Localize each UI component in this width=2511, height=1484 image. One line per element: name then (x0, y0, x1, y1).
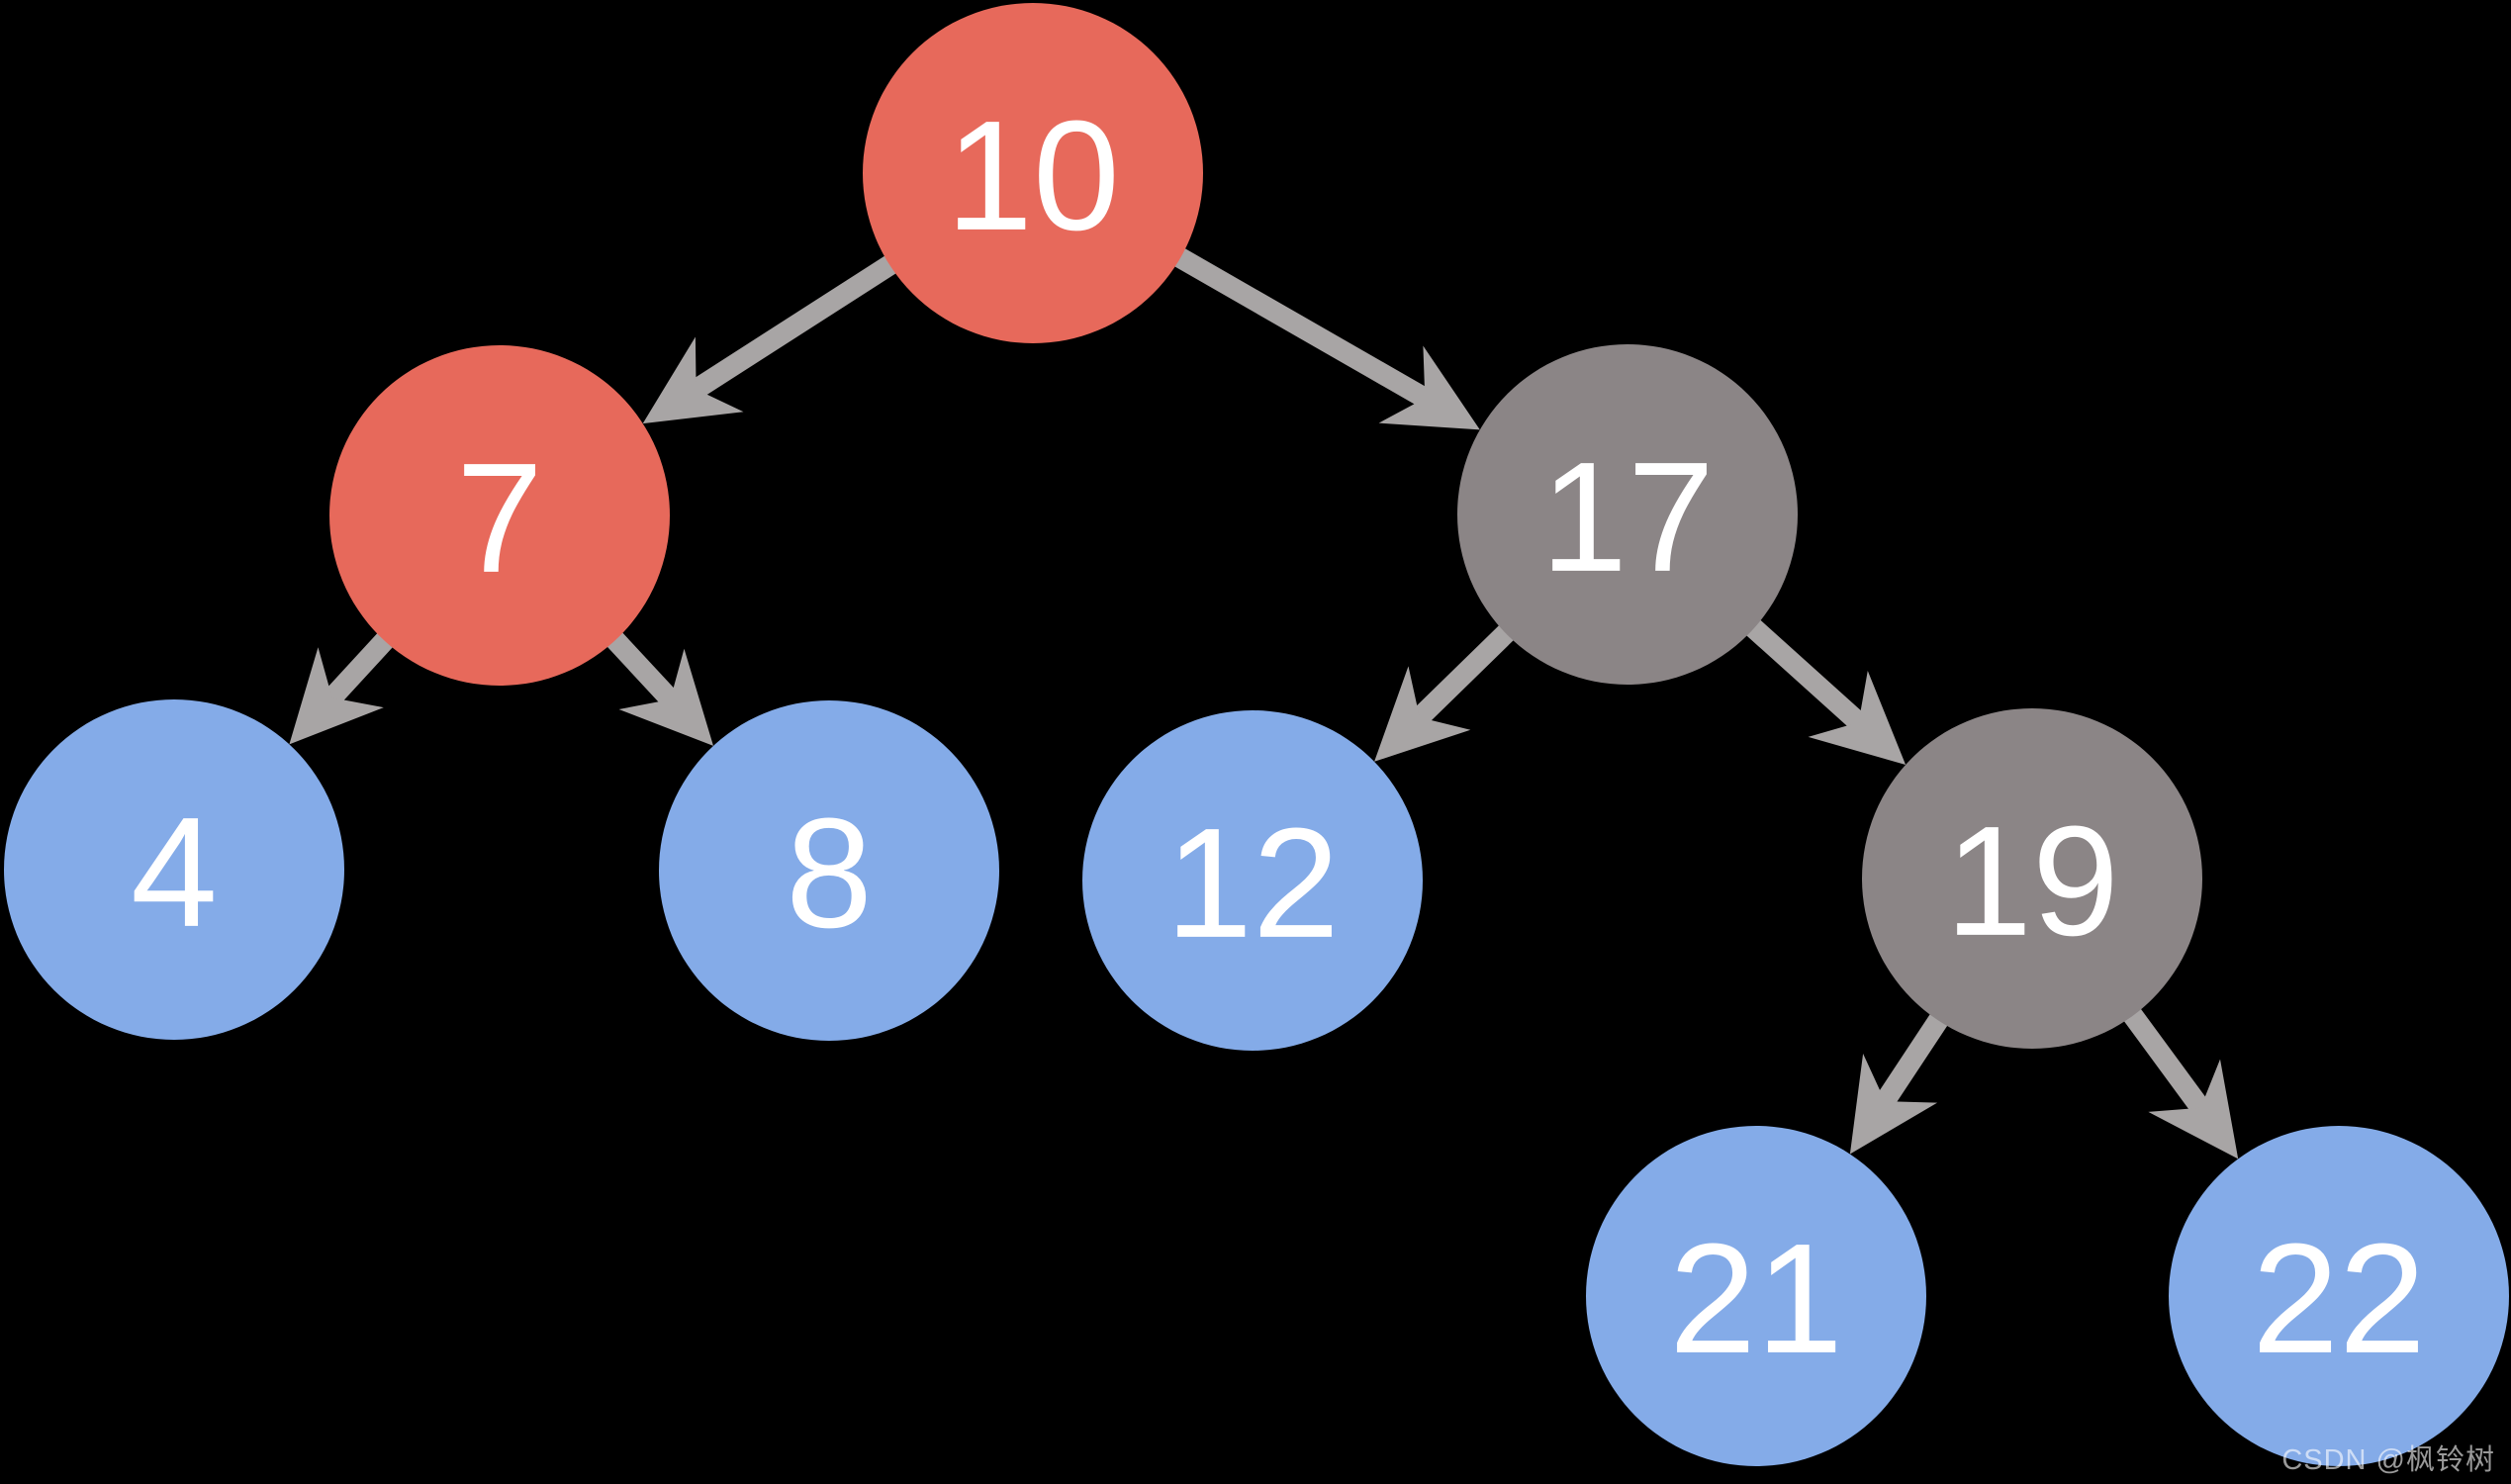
tree-node-4 (4, 699, 344, 1040)
tree-node-label-17: 17 (1540, 430, 1715, 604)
tree-node-7 (329, 345, 670, 686)
tree-node-17 (1457, 344, 1798, 685)
tree-node-10 (863, 3, 1203, 343)
tree-edge-arrowhead-7-8 (618, 648, 713, 746)
tree-node-label-12: 12 (1165, 796, 1340, 971)
tree-node-12 (1082, 710, 1423, 1051)
tree-node-label-21: 21 (1669, 1212, 1843, 1386)
watermark: CSDN @枫铃树 (2281, 1444, 2495, 1476)
tree-node-label-7: 7 (456, 431, 543, 605)
tree-node-22 (2169, 1126, 2509, 1466)
tree-node-label-19: 19 (1945, 794, 2119, 969)
tree-edge-arrowhead-19-21 (1849, 1054, 1938, 1155)
tree-node-21 (1586, 1126, 1926, 1466)
tree-node-label-8: 8 (786, 787, 873, 961)
tree-edge-arrowhead-10-17 (1378, 345, 1480, 430)
tree-node-label-22: 22 (2252, 1212, 2426, 1386)
tree-node-19 (1862, 708, 2202, 1049)
tree-edge-arrowhead-17-19 (1808, 671, 1906, 765)
tree-node-label-10: 10 (946, 89, 1120, 263)
tree-edge-arrowhead-19-22 (2148, 1059, 2239, 1159)
tree-edge-arrowhead-10-7 (642, 336, 744, 424)
nodes-layer (4, 3, 2509, 1466)
tree-node-8 (659, 700, 999, 1041)
labels-layer: 10 7 17 4 8 12 19 21 22 (131, 89, 2426, 1386)
tree-node-label-4: 4 (131, 786, 218, 960)
tree-edge-arrowhead-7-4 (289, 647, 384, 745)
tree-edge-arrowhead-17-12 (1374, 666, 1471, 762)
